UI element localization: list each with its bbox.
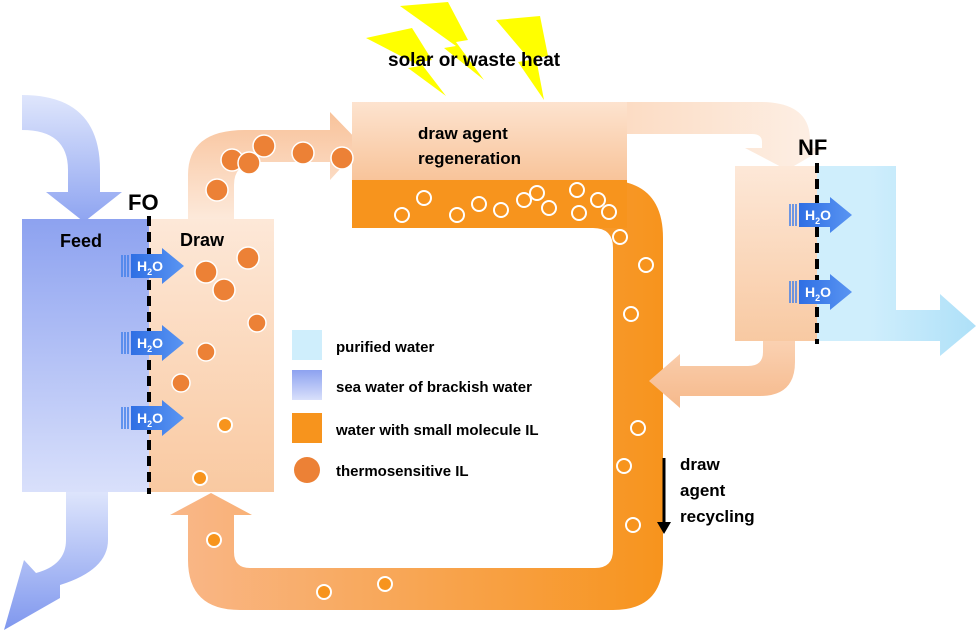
feed-label: Feed (60, 231, 102, 251)
small-molecule-il-particle (316, 584, 332, 600)
small-molecule-il-particle (601, 204, 617, 220)
nf-return-pipe (649, 341, 795, 408)
thermosensitive-il-particle (330, 146, 354, 170)
lightning-bolt-icon (366, 28, 446, 96)
recycling-label-line1: draw (680, 455, 720, 474)
legend-label-sea-water: sea water of brackish water (336, 379, 532, 396)
small-molecule-il-particle (625, 517, 641, 533)
small-molecule-il-particle (377, 576, 393, 592)
legend-label-purified-water: purified water (336, 339, 435, 356)
thermosensitive-il-particle (247, 313, 267, 333)
small-molecule-il-particle (416, 190, 432, 206)
small-molecule-il-particle (571, 205, 587, 221)
small-molecule-il-particle (590, 192, 606, 208)
thermosensitive-il-particle (171, 373, 191, 393)
thermosensitive-il-particle (237, 151, 261, 175)
h2o-arrows: H2O H2O H2O H2O H2O (121, 197, 852, 436)
h2o-label: H2O (137, 410, 163, 429)
h2o-label: H2O (137, 258, 163, 277)
feed-compartment (22, 219, 149, 492)
legend-label-small-molecule-il: water with small molecule IL (335, 422, 539, 439)
small-molecule-il-particle (569, 182, 585, 198)
recycling-label-line2: agent (680, 481, 726, 500)
small-molecule-il-particle (616, 458, 632, 474)
small-molecule-il-particle (394, 207, 410, 223)
legend: purified water sea water of brackish wat… (292, 330, 539, 483)
feed-outlet-arrow (4, 490, 108, 630)
fo-label: FO (128, 190, 159, 215)
nf-label: NF (798, 135, 827, 160)
lightning-bolt-icon (496, 16, 548, 100)
recycling-label-line3: recycling (680, 507, 755, 526)
small-molecule-il-particle (529, 185, 545, 201)
thermosensitive-il-particle (196, 342, 216, 362)
legend-label-thermosensitive-il: thermosensitive IL (336, 463, 469, 480)
legend-swatch-purified-water (292, 330, 322, 360)
particles (171, 134, 654, 600)
legend-swatch-thermosensitive-il (294, 457, 320, 483)
regeneration-bottom-fill (352, 180, 627, 228)
thermosensitive-il-particle (212, 278, 236, 302)
small-molecule-il-particle (541, 200, 557, 216)
purified-water-outlet-arrow (870, 166, 976, 356)
thermosensitive-il-particle (236, 246, 260, 270)
h2o-arrow-icon: H2O (789, 274, 852, 310)
h2o-label: H2O (137, 335, 163, 354)
thermosensitive-il-particle (252, 134, 276, 158)
regeneration-label-line2: regeneration (418, 149, 521, 168)
small-molecule-il-particle (612, 229, 628, 245)
thermosensitive-il-particle (291, 141, 315, 165)
small-molecule-il-particle (192, 470, 208, 486)
regeneration-label-line1: draw agent (418, 124, 508, 143)
legend-swatch-sea-water (292, 370, 322, 400)
small-molecule-il-particle (206, 532, 222, 548)
small-molecule-il-particle (638, 257, 654, 273)
lightning-bolt-icon (400, 2, 484, 80)
thermosensitive-il-particle (194, 260, 218, 284)
small-molecule-il-particle (623, 306, 639, 322)
small-molecule-il-particle (449, 207, 465, 223)
feed-inlet-arrow (22, 95, 122, 222)
h2o-arrow-icon: H2O (121, 248, 184, 284)
regeneration-box (352, 102, 627, 180)
small-molecule-il-particle (516, 192, 532, 208)
regeneration-to-nf-pipe (627, 102, 825, 170)
h2o-label: H2O (805, 284, 831, 303)
legend-swatch-small-molecule-il (292, 413, 322, 443)
small-molecule-il-particle (471, 196, 487, 212)
nf-retentate-compartment (735, 166, 817, 341)
heat-source-label: solar or waste heat (388, 50, 561, 71)
h2o-arrow-icon: H2O (789, 197, 852, 233)
draw-label: Draw (180, 230, 225, 250)
draw-to-regeneration-pipe (188, 112, 362, 219)
small-molecule-il-particle (630, 420, 646, 436)
h2o-arrow-icon: H2O (121, 325, 184, 361)
recycling-direction-arrowhead (657, 522, 671, 534)
thermosensitive-il-particle (205, 178, 229, 202)
h2o-label: H2O (805, 207, 831, 226)
small-molecule-il-particle (493, 202, 509, 218)
h2o-arrow-icon: H2O (121, 400, 184, 436)
small-molecule-il-particle (217, 417, 233, 433)
